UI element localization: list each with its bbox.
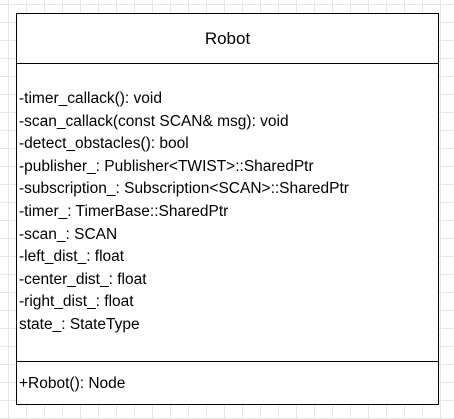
class-name-compartment: Robot — [17, 14, 438, 64]
operations-compartment: +Robot(): Node — [17, 362, 438, 404]
class-member: -scan_callack(const SCAN& msg): void — [19, 112, 289, 130]
class-member: -left_dist_: float — [19, 248, 125, 266]
uml-class-robot[interactable]: Robot -timer_callack(): void -scan_calla… — [16, 13, 439, 405]
members-compartment: -timer_callack(): void -scan_callack(con… — [17, 64, 438, 362]
class-member: -center_dist_: float — [19, 270, 147, 288]
class-member: -timer_callack(): void — [19, 90, 162, 107]
class-member: -scan_: SCAN — [19, 225, 118, 243]
class-member: -timer_: TimerBase::SharedPtr — [19, 202, 229, 220]
class-member: -subscription_: Subscription<SCAN>::Shar… — [19, 180, 349, 198]
class-name: Robot — [204, 28, 251, 48]
class-member: state_: StateType — [19, 315, 140, 333]
class-member: -publisher_: Publisher<TWIST>::SharedPtr — [19, 157, 314, 175]
class-member: -detect_obstacles(): bool — [19, 135, 189, 153]
class-operation: +Robot(): Node — [19, 375, 126, 392]
class-member: -right_dist_: float — [19, 293, 134, 311]
